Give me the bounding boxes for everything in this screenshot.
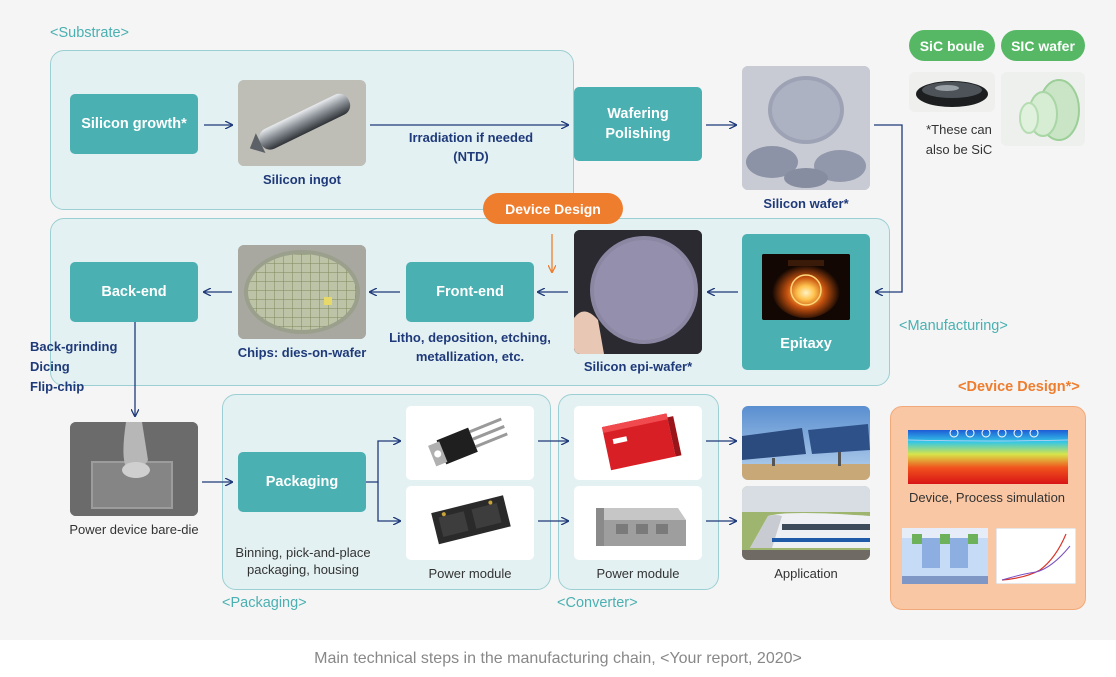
figure-caption: Main technical steps in the manufacturin…	[314, 649, 802, 667]
sic-note: *These can also be SiC	[916, 120, 1002, 160]
caption-irradiation-line2: (NTD)	[453, 149, 489, 164]
discrete-transistor-image	[406, 406, 534, 480]
caption-front-end-line1: Litho, deposition, etching,	[389, 330, 551, 345]
caption-irradiation-line1: Irradiation if needed	[408, 130, 534, 145]
silicon-wafer-image	[742, 66, 870, 190]
flow-arrows	[0, 0, 903, 640]
sic-wafer-image	[1001, 72, 1085, 146]
sic-wafer-badge: SIC wafer	[1001, 30, 1085, 61]
sic-boule-image	[909, 72, 995, 112]
high-speed-train-image	[742, 486, 870, 560]
arrow-wafer-to-epitaxy	[874, 124, 903, 292]
diagram-canvas: <Substrate> <Manufacturing> <Packaging> …	[0, 0, 1086, 640]
caption-back-end: Back-grinding Dicing Flip-chip	[30, 337, 117, 397]
dies-on-wafer-image	[238, 245, 366, 339]
caption-packaging-line1: Binning, pick-and-place	[235, 545, 371, 560]
section-label-device-design: <Device Design*>	[958, 379, 1080, 395]
simulation-heatmap-image	[908, 430, 1068, 484]
caption-bare-die: Power device bare-die	[69, 522, 199, 537]
step-polishing-label: Polishing	[605, 126, 671, 142]
sic-note-line2: also be SiC	[925, 142, 993, 157]
bare-die-image	[70, 422, 198, 516]
caption-power-module-pkg: Power module	[428, 566, 512, 581]
device-design-badge: Device Design	[483, 193, 623, 224]
arrow-packaging-split-low	[377, 482, 400, 521]
caption-front-end: Litho, deposition, etching, metallizatio…	[388, 328, 552, 366]
caption-application: Application	[774, 566, 838, 581]
section-label-converter: <Converter>	[557, 595, 638, 611]
caption-silicon-epi-wafer: Silicon epi-wafer*	[583, 359, 693, 374]
arrow-packaging-split	[366, 441, 400, 483]
step-wafering-polishing: Wafering Polishing	[574, 87, 702, 161]
caption-back-end-line3: Flip-chip	[30, 379, 85, 394]
section-label-substrate: <Substrate>	[50, 25, 129, 41]
epitaxy-reactor-image	[762, 254, 850, 320]
caption-packaging: Binning, pick-and-place packaging, housi…	[224, 544, 382, 578]
caption-back-end-line1: Back-grinding	[30, 339, 118, 354]
sic-boule-badge: SiC boule	[909, 30, 995, 61]
silicon-epi-wafer-image	[574, 230, 702, 354]
step-epitaxy-label: Epitaxy	[780, 336, 832, 352]
caption-silicon-ingot: Silicon ingot	[263, 172, 341, 187]
step-packaging: Packaging	[238, 452, 366, 512]
caption-silicon-wafer: Silicon wafer*	[763, 196, 849, 211]
section-label-packaging: <Packaging>	[222, 595, 307, 611]
caption-packaging-line2: packaging, housing	[246, 562, 360, 577]
step-front-end: Front-end	[406, 262, 534, 322]
power-module-image-pkg	[406, 486, 534, 560]
step-back-end: Back-end	[70, 262, 198, 322]
caption-device-process-sim: Device, Process simulation	[908, 490, 1066, 505]
device-cross-section-image	[902, 528, 988, 584]
solar-panels-image	[742, 406, 870, 480]
caption-chips: Chips: dies-on-wafer	[237, 345, 367, 360]
step-silicon-growth: Silicon growth*	[70, 94, 198, 154]
sic-note-line1: *These can	[926, 122, 992, 137]
silicon-ingot-image	[238, 80, 366, 166]
caption-power-module-conv: Power module	[596, 566, 680, 581]
caption-irradiation: Irradiation if needed (NTD)	[396, 128, 546, 166]
section-label-manufacturing: <Manufacturing>	[899, 318, 1008, 334]
step-epitaxy: Epitaxy	[742, 234, 870, 370]
step-wafering-label: Wafering	[607, 106, 669, 122]
caption-front-end-line2: metallization, etc.	[415, 349, 525, 364]
converter-module-image	[574, 486, 702, 560]
iv-curve-plot-image	[996, 528, 1076, 584]
caption-back-end-line2: Dicing	[30, 359, 70, 374]
inverter-image	[574, 406, 702, 480]
